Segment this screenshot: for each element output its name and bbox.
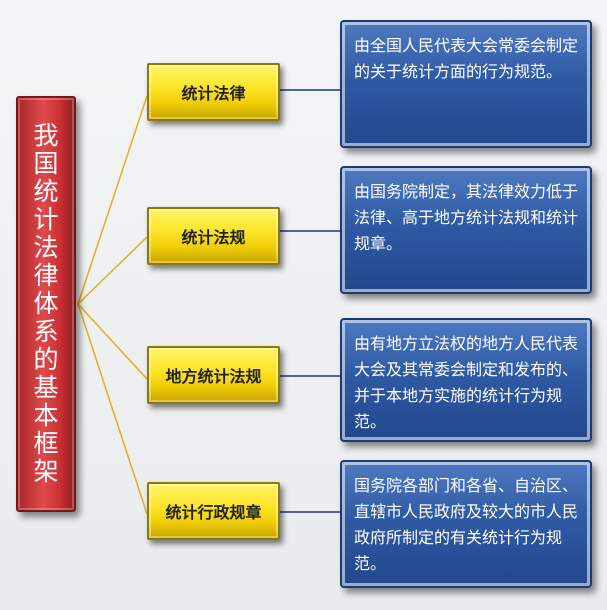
category-node-statistics-regulation: 统计法规	[147, 207, 280, 265]
description-node-local-statistics-regulation: 由有地方立法权的地方人民代表大会及其常委会制定和发布的、并于本地方实施的统计行为…	[340, 318, 592, 442]
category-node-local-statistics-regulation: 地方统计法规	[147, 346, 280, 404]
category-node-statistics-law: 统计法律	[147, 63, 280, 121]
description-node-statistics-regulation: 由国务院制定，其法律效力低于法律、高于地方统计法规和统计规章。	[340, 166, 592, 294]
connector-root-cat-2	[77, 236, 148, 305]
category-node-statistics-administrative-rule: 统计行政规章	[147, 482, 280, 540]
connector-root-cat-3	[77, 303, 148, 380]
description-node-statistics-administrative-rule: 国务院各部门和各省、自治区、直辖市人民政府及较大的市人民政府所制定的有关统计行为…	[340, 460, 592, 588]
connector-root-cat-4	[77, 303, 148, 515]
description-node-statistics-law: 由全国人民代表大会常委会制定的关于统计方面的行为规范。	[340, 20, 592, 148]
connector-root-cat-1	[77, 95, 148, 305]
root-node-label: 我国统计法律体系的基本框架	[33, 121, 59, 486]
root-node: 我国统计法律体系的基本框架	[16, 96, 76, 512]
